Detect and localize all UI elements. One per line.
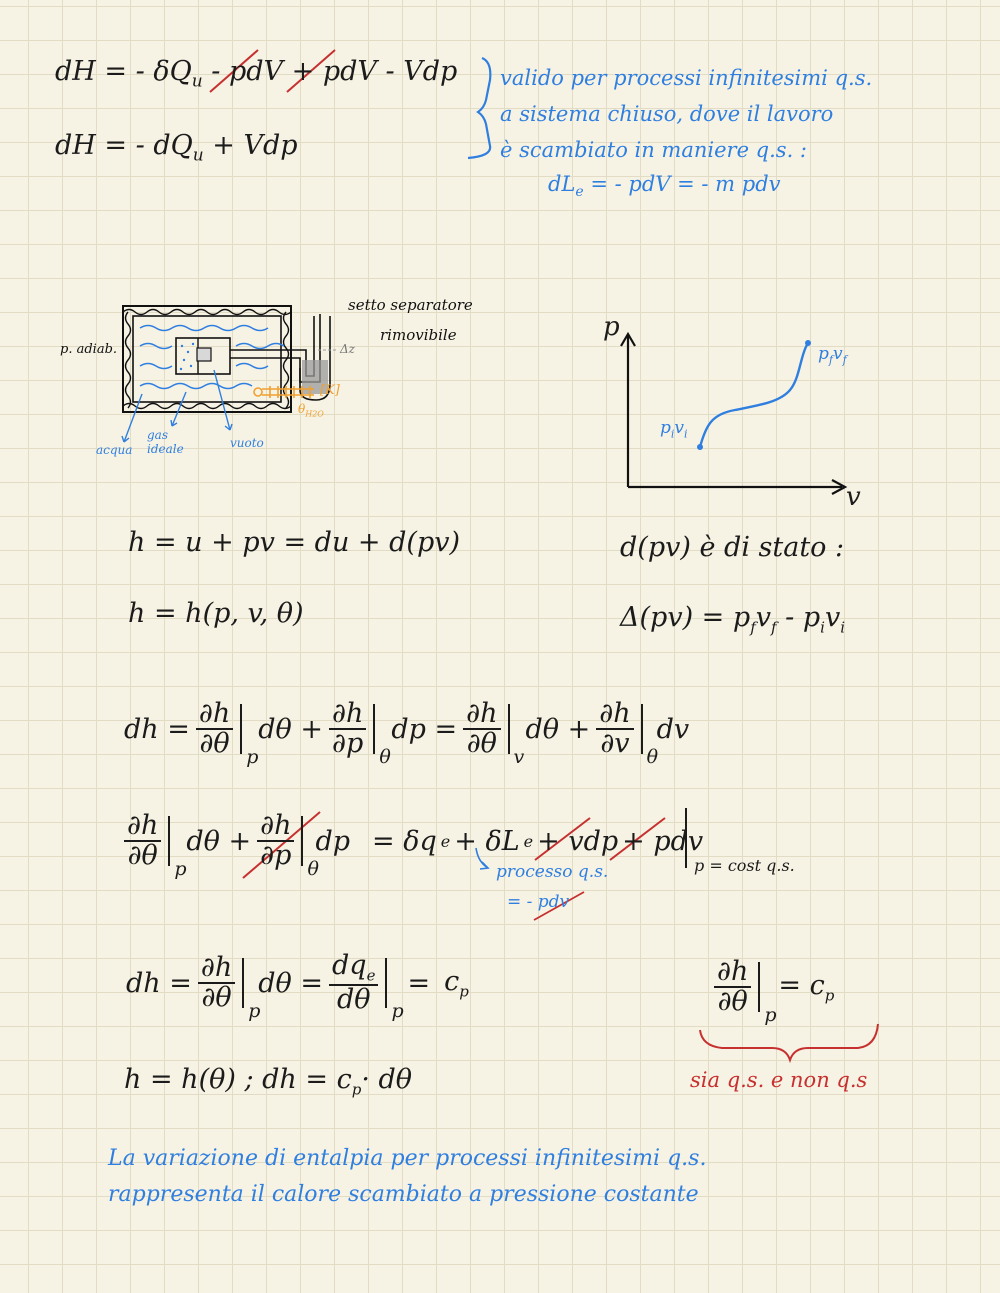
eq-delta-pv: Δ(pv) = pfvf - pivi [620, 602, 846, 637]
eq-h-theta: h = h(θ) ; dh = cp· dθ [124, 1064, 413, 1099]
pv-ylabel: p [603, 312, 620, 342]
eq-top-2: dH = - dQu + Vdp [55, 130, 298, 166]
cond-p-cost: p = cost q.s. [694, 856, 795, 875]
label-k: [K] [320, 383, 340, 398]
label-rimovibile: rimovibile [380, 326, 457, 344]
eq-h-func: h = h(p, v, θ) [128, 598, 304, 629]
eval-bar [685, 808, 687, 868]
pv-label-f: pfvf [818, 344, 847, 367]
annot-arrow [475, 847, 490, 870]
strike-pdv [609, 817, 666, 861]
eq-top-1: dH = - δQu - pdV + pdV - Vdp [55, 56, 458, 92]
annot-minus-pdv: = - pdv [507, 892, 570, 912]
eq-dpv-stato: d(pv) è di stato : [620, 532, 845, 563]
label-p-adiab: p. adiab. [60, 342, 118, 357]
conclusion-line-1: La variazione di entalpia per processi i… [108, 1146, 707, 1171]
label-dz: Δz [340, 342, 355, 356]
label-acqua: acqua [96, 443, 133, 457]
conclusion-line-2: rappresenta il calore scambiato a pressi… [108, 1182, 699, 1207]
pv-plot [620, 331, 848, 495]
red-brace [699, 1023, 879, 1064]
note-line-1: valido per processi infinitesimi q.s. [500, 66, 873, 90]
top-brace [467, 56, 492, 160]
eq-dh-total: dh = ∂h∂θ p dθ + ∂h∂p θ dp = ∂h∂θ v dθ +… [124, 698, 690, 769]
note-line-2: a sistema chiuso, dove il lavoro [500, 102, 834, 126]
eq-h-def: h = u + pv = du + d(pv) [128, 527, 461, 558]
pv-curve [698, 342, 810, 448]
strike-pdv-1 [209, 49, 259, 93]
strike-pdv-2 [286, 49, 336, 93]
note-sia-qs: sia q.s. e non q.s [690, 1068, 868, 1092]
pv-label-i: pivi [660, 418, 688, 441]
label-setto: setto separatore [348, 296, 473, 314]
note-line-3: è scambiato in maniere q.s. : [500, 138, 807, 162]
strike-annot-pdv [533, 891, 585, 921]
eq-boxed-cp: ∂h∂θ p = cp [712, 957, 834, 1026]
apparatus-diagram [121, 305, 336, 443]
strike-vdp [534, 817, 591, 861]
label-gas-ideale: gas ideale [147, 428, 184, 457]
note-line-4: dLe = - pdV = - m pdv [548, 172, 781, 201]
pv-xlabel: v [846, 482, 861, 512]
annot-processo-qs: processo q.s. [496, 862, 609, 882]
label-theta-h2o: θH2O [298, 402, 324, 419]
strike-dp [242, 811, 321, 879]
pv-point-i [697, 444, 703, 450]
label-vuoto: vuoto [230, 436, 264, 450]
pv-point-f [805, 340, 811, 346]
